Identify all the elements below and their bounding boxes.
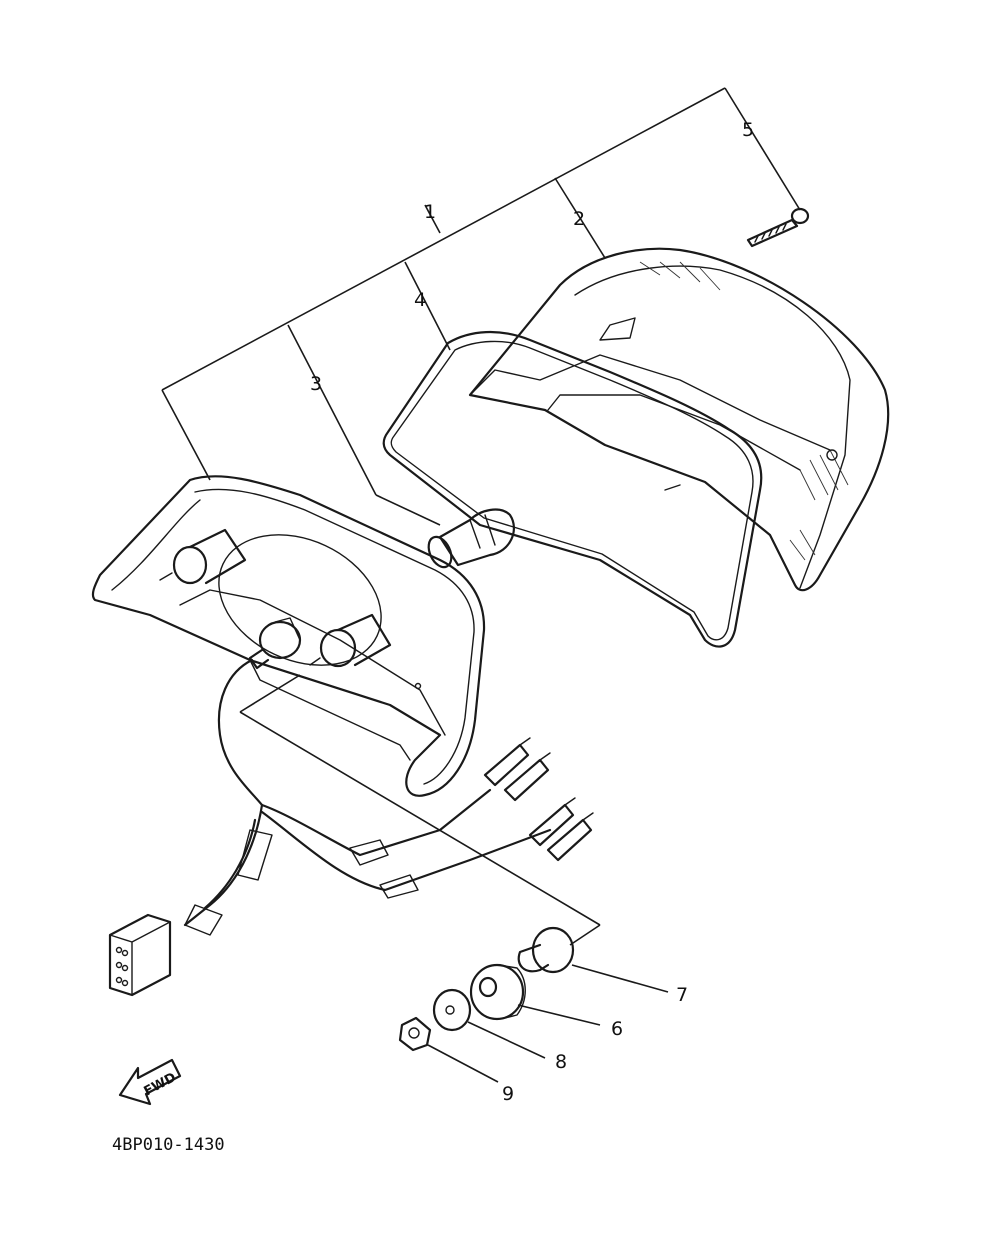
- fwd-label: FWD: [142, 1070, 179, 1099]
- callout-1: 1: [424, 201, 436, 223]
- washer-part-8: [432, 988, 546, 1059]
- lamp-housing: [91, 475, 486, 797]
- callout-labels: 1 2 3 4 5 6 7 8 9: [310, 119, 754, 1105]
- socket-right: [309, 613, 392, 668]
- lens-part-2: [468, 247, 890, 592]
- callout-7: 7: [676, 984, 688, 1006]
- socket-center: [248, 617, 302, 670]
- callout-3: 3: [310, 373, 322, 395]
- callout-8: 8: [555, 1051, 567, 1073]
- screw-part-5: [746, 207, 810, 248]
- gasket-part-4: [382, 331, 763, 648]
- hardware-leader: [239, 674, 601, 946]
- wire-terminals: [483, 737, 594, 862]
- nut-part-9: [398, 1016, 499, 1083]
- callout-4: 4: [414, 289, 426, 311]
- drawing-code: 4BP010-1430: [112, 1135, 225, 1155]
- callout-9: 9: [502, 1083, 514, 1105]
- callout-6: 6: [611, 1018, 623, 1040]
- fwd-arrow-icon: FWD: [118, 1058, 182, 1106]
- socket-left: [159, 528, 247, 585]
- assembly-bracket: [161, 87, 801, 526]
- grommet-part-6: [469, 963, 601, 1026]
- wiring-harness: [108, 658, 594, 997]
- collar-part-7: [517, 926, 669, 993]
- callout-2: 2: [573, 208, 585, 230]
- bulb-part-3: [427, 508, 516, 569]
- callout-5: 5: [742, 119, 754, 141]
- wire-connector: [108, 913, 172, 997]
